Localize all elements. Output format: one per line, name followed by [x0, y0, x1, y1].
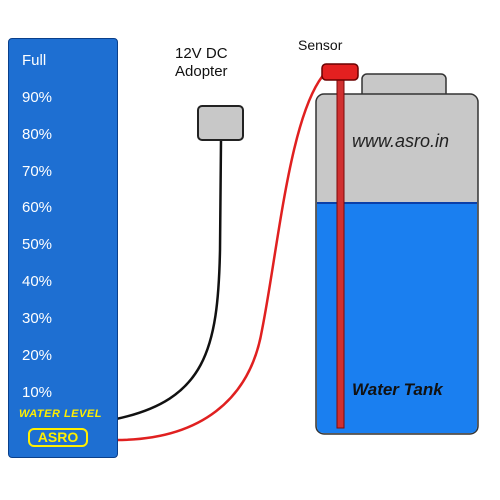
level-label-80: 80% [22, 126, 53, 143]
tank-label: Water Tank [352, 380, 443, 399]
adapter-wire [115, 139, 223, 421]
level-label-full: Full [22, 52, 47, 69]
level-label-50: 50% [22, 236, 53, 253]
water-level-brand: WATER LEVEL [19, 408, 102, 420]
asro-logo: ASRO [28, 428, 88, 447]
level-label-70: 70% [22, 163, 53, 180]
sensor-head [321, 63, 359, 81]
adapter-label-line1: 12V DC [175, 45, 228, 62]
level-label-60: 60% [22, 199, 53, 216]
level-label-10: 10% [22, 384, 53, 401]
level-label-40: 40% [22, 273, 53, 290]
level-label-90: 90% [22, 89, 53, 106]
level-label-30: 30% [22, 310, 53, 327]
sensor-wire [115, 71, 327, 442]
dc-adapter [197, 105, 244, 141]
adapter-label-line2: Adopter [175, 63, 228, 80]
level-label-20: 20% [22, 347, 53, 364]
website-label: www.asro.in [352, 131, 450, 151]
tank-water [317, 203, 477, 433]
level-indicator-panel: Full 90% 80% 70% 60% 50% 40% 30% 20% 10%… [8, 38, 118, 458]
sensor-probe [336, 77, 345, 429]
sensor-label: Sensor [298, 37, 343, 53]
adapter-label: 12V DC Adopter [175, 45, 228, 81]
